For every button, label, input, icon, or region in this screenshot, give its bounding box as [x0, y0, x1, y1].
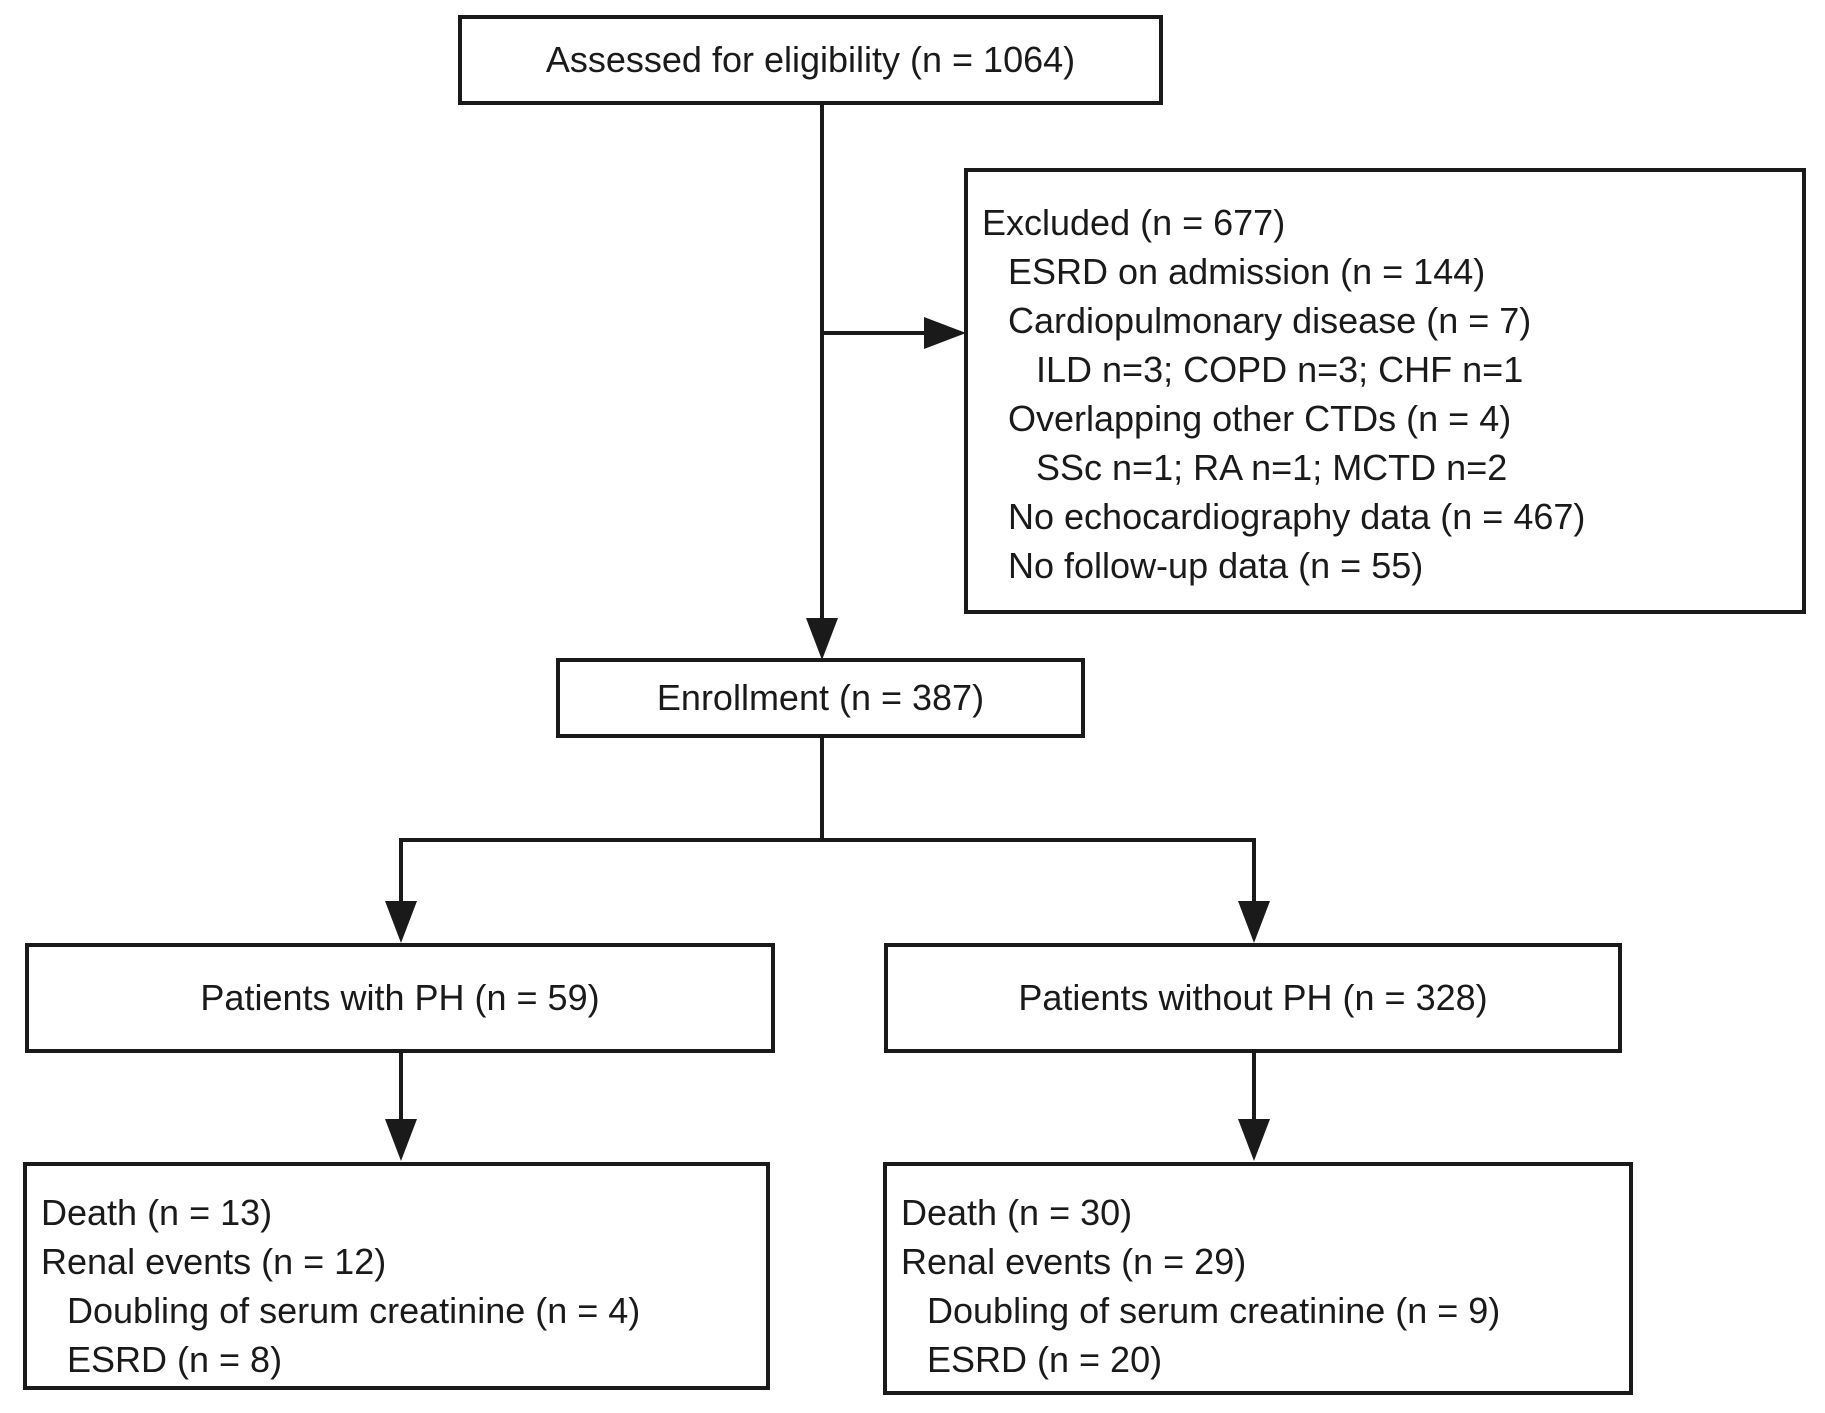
ph-box: Patients with PH (n = 59): [25, 943, 775, 1053]
arrowhead-enrollment: [806, 618, 838, 660]
excluded-line: No follow-up data (n = 55): [1008, 545, 1424, 586]
ph-outcomes-box: Death (n = 13) Renal events (n = 12) Doubl…: [23, 1162, 770, 1390]
excluded-line: ILD n=3; COPD n=3; CHF n=1: [1036, 349, 1524, 390]
connector-split-to-no-ph: [1252, 838, 1256, 905]
ph-outcome-line: Renal events (n = 12): [41, 1241, 387, 1282]
connector-split-horizontal: [399, 838, 1256, 842]
arrowhead-excluded: [924, 317, 966, 349]
connector-split-to-ph: [399, 838, 403, 905]
connector-ph-to-outcomes: [399, 1053, 403, 1121]
assessed-label: Assessed for eligibility (n = 1064): [545, 39, 1076, 80]
connector-enrollment-to-split: [820, 738, 824, 840]
arrowhead-ph: [385, 901, 417, 943]
excluded-line: ESRD on admission (n = 144): [1008, 251, 1486, 292]
enrollment-label: Enrollment (n = 387): [656, 677, 985, 718]
no-ph-box: Patients without PH (n = 328): [884, 943, 1622, 1053]
enrollment-box: Enrollment (n = 387): [556, 658, 1085, 738]
arrowhead-no-ph-outcomes: [1238, 1119, 1270, 1161]
excluded-line: Overlapping other CTDs (n = 4): [1008, 398, 1512, 439]
ph-label: Patients with PH (n = 59): [200, 977, 600, 1018]
excluded-line: No echocardiography data (n = 467): [1008, 496, 1586, 537]
excluded-box: Excluded (n = 677) ESRD on admission (n =…: [964, 168, 1806, 614]
arrowhead-ph-outcomes: [385, 1119, 417, 1161]
no-ph-outcomes-box: Death (n = 30) Renal events (n = 29) Doubl…: [883, 1162, 1633, 1395]
ph-outcome-line: Death (n = 13): [41, 1192, 273, 1233]
no-ph-outcome-line: ESRD (n = 20): [927, 1339, 1163, 1380]
excluded-line: SSc n=1; RA n=1; MCTD n=2: [1036, 447, 1508, 488]
connector-assessed-to-enrollment: [820, 103, 824, 623]
ph-outcome-line: ESRD (n = 8): [67, 1339, 283, 1380]
ph-outcome-line: Doubling of serum creatinine (n = 4): [67, 1290, 641, 1331]
excluded-line: Cardiopulmonary disease (n = 7): [1008, 300, 1532, 341]
excluded-line: Excluded (n = 677): [982, 202, 1286, 243]
connector-branch-to-excluded: [820, 331, 928, 335]
arrowhead-no-ph: [1238, 901, 1270, 943]
assessed-box: Assessed for eligibility (n = 1064): [458, 15, 1163, 105]
no-ph-outcome-line: Death (n = 30): [901, 1192, 1133, 1233]
connector-no-ph-to-outcomes: [1252, 1053, 1256, 1121]
no-ph-outcome-line: Doubling of serum creatinine (n = 9): [927, 1290, 1501, 1331]
no-ph-label: Patients without PH (n = 328): [1018, 977, 1488, 1018]
no-ph-outcome-line: Renal events (n = 29): [901, 1241, 1247, 1282]
